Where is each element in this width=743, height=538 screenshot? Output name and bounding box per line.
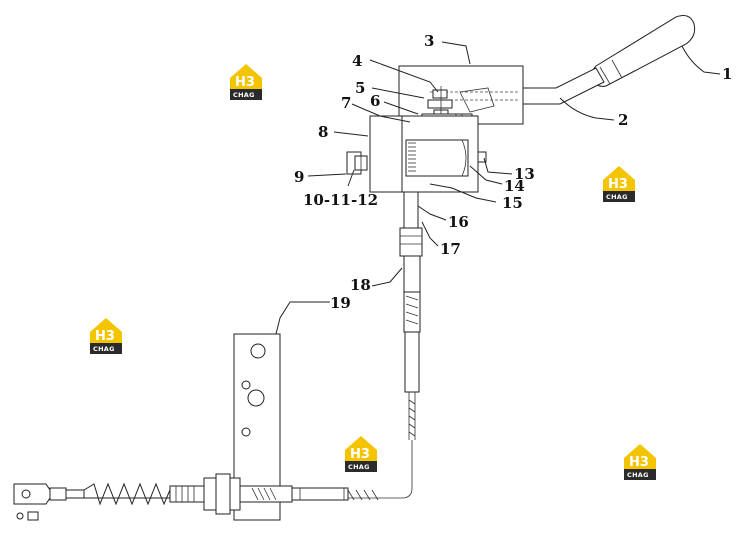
callout-16: 16 [448,213,469,231]
leader-lines [275,41,721,335]
callout-5: 5 [355,79,365,97]
watermark-logo-3: H3 CHAG [90,318,122,354]
callout-19: 19 [330,294,351,312]
callout-1: 1 [722,65,732,83]
svg-text:CHAG: CHAG [348,463,370,471]
svg-text:CHAG: CHAG [606,193,628,201]
mounting-bracket [233,333,281,521]
callout-15: 15 [502,194,523,212]
svg-text:H3: H3 [350,447,370,462]
callout-18: 18 [350,276,371,294]
svg-text:CHAG: CHAG [93,345,115,353]
lever-handle [591,15,696,87]
svg-text:H3: H3 [95,329,115,344]
watermark-logo-2: H3 CHAG [603,166,635,202]
lever-arm [521,67,605,105]
callout-6: 6 [370,92,380,110]
callout-14: 14 [504,177,525,195]
callout-7: 7 [341,94,351,112]
side-clamp [346,151,368,175]
callout-9: 9 [294,168,304,186]
callout-17: 17 [440,240,461,258]
callout-13: 13 [514,165,535,183]
lower-cable-assembly [13,473,379,521]
cable-shaft [346,191,423,499]
callout-4: 4 [352,52,362,70]
callout-2: 2 [618,111,628,129]
svg-text:H3: H3 [629,455,649,470]
lower-housing [369,115,487,193]
svg-text:H3: H3 [235,75,255,90]
callout-10-11-12: 10-11-12 [303,191,378,209]
callout-3: 3 [424,32,434,50]
svg-text:CHAG: CHAG [627,471,649,479]
watermark-logo-1: H3 CHAG [230,64,262,100]
watermark-logo-5: H3 CHAG [624,444,656,480]
svg-text:H3: H3 [608,177,628,192]
svg-text:CHAG: CHAG [233,91,255,99]
callout-8: 8 [318,123,328,141]
watermark-logo-4: H3 CHAG [345,436,377,472]
